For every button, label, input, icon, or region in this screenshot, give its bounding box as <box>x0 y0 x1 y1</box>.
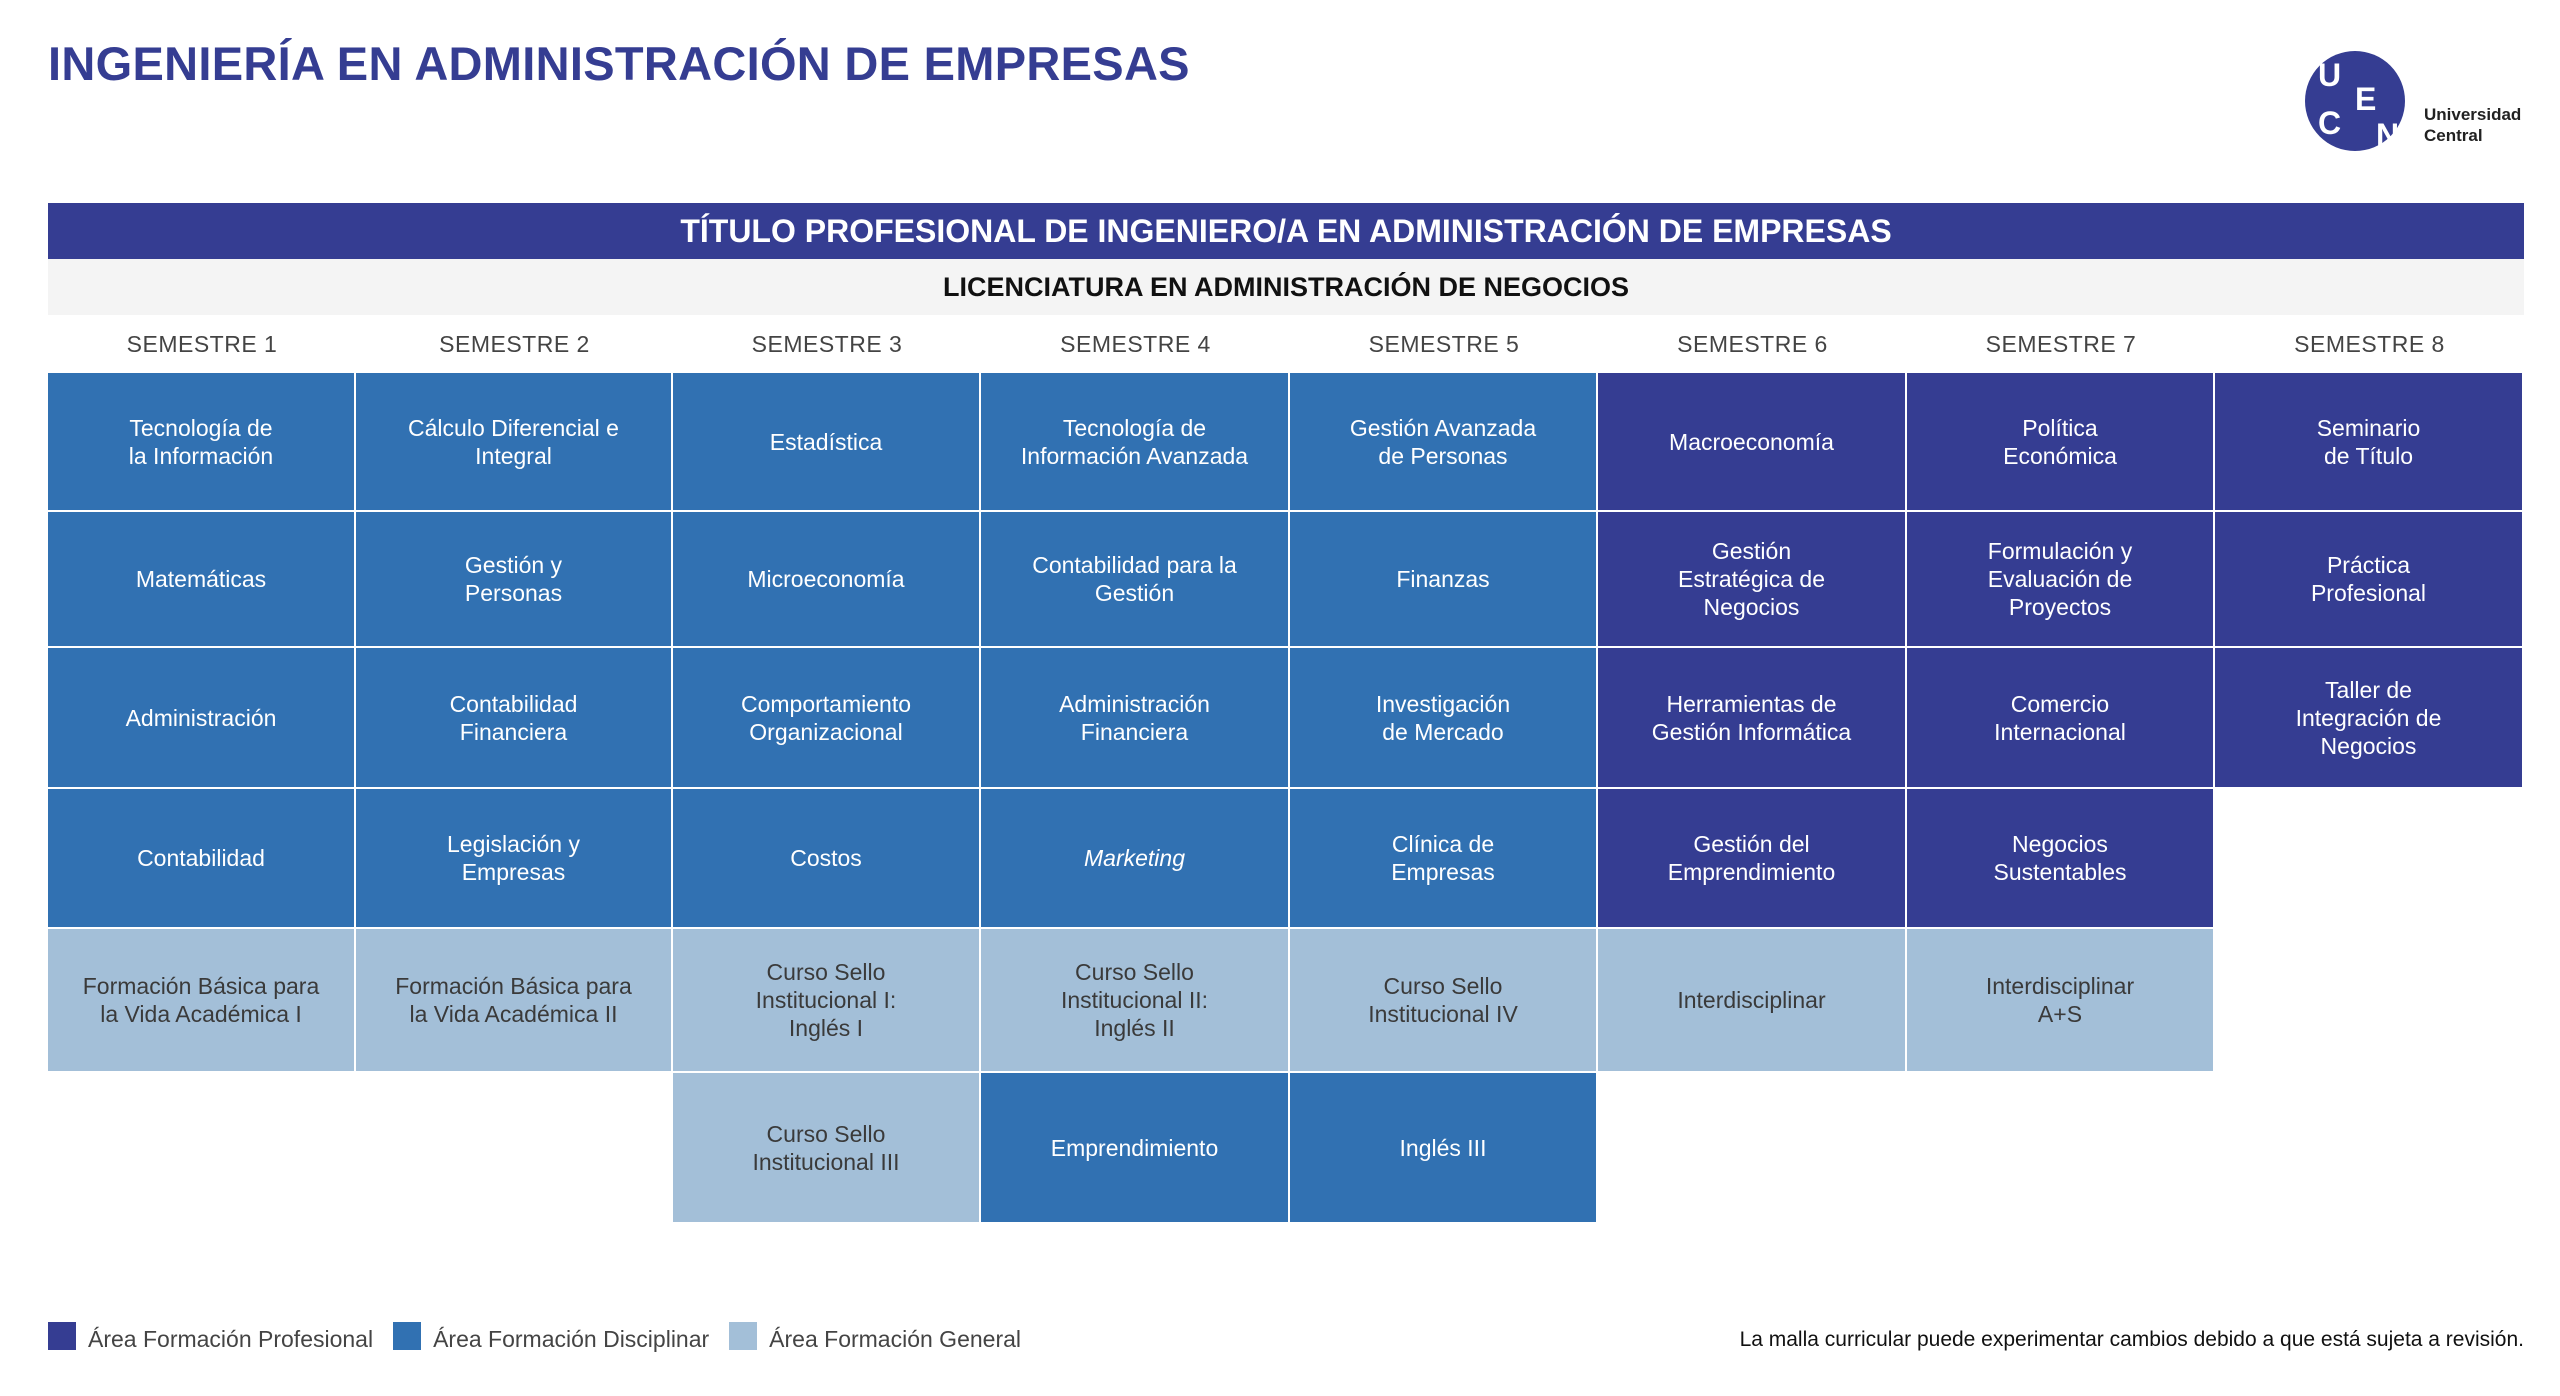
course-cell: Gestión del Emprendimiento <box>1598 789 1907 929</box>
course-cell: Práctica Profesional <box>2215 512 2524 648</box>
svg-text:C: C <box>2318 105 2341 141</box>
disclaimer-note: La malla curricular puede experimentar c… <box>1739 1328 2524 1351</box>
legend: Área Formación Profesional Área Formación… <box>48 1321 1041 1353</box>
ucen-logo: U C E N <box>2305 51 2405 153</box>
course-cell: Curso Sello Institucional II: Inglés II <box>981 929 1290 1073</box>
course-cell: Contabilidad para la Gestión <box>981 512 1290 648</box>
course-cell: Contabilidad Financiera <box>356 648 673 789</box>
course-cell: Tecnología de Información Avanzada <box>981 373 1290 512</box>
degree-banner: LICENCIATURA EN ADMINISTRACIÓN DE NEGOCI… <box>48 259 2524 315</box>
course-cell: Comercio Internacional <box>1907 648 2215 789</box>
course-cell: Formación Básica para la Vida Académica … <box>356 929 673 1073</box>
course-cell: Finanzas <box>1290 512 1598 648</box>
course-cell: Formación Básica para la Vida Académica … <box>48 929 356 1073</box>
course-cell: Interdisciplinar A+S <box>1907 929 2215 1073</box>
course-cell: Tecnología de la Información <box>48 373 356 512</box>
course-cell: Matemáticas <box>48 512 356 648</box>
semester-header: SEMESTRE 5 <box>1368 330 1520 357</box>
course-cell: Curso Sello Institucional III <box>673 1073 981 1224</box>
svg-text:N: N <box>2376 117 2399 153</box>
legend-swatch <box>729 1321 758 1350</box>
course-cell: Administración <box>48 648 356 789</box>
course-cell: Negocios Sustentables <box>1907 789 2215 929</box>
course-cell: Herramientas de Gestión Informática <box>1598 648 1907 789</box>
course-cell: Seminario de Título <box>2215 373 2524 512</box>
semester-header: SEMESTRE 1 <box>126 330 278 357</box>
legend-label: Área Formación Profesional <box>88 1326 374 1352</box>
professional-title-banner: TÍTULO PROFESIONAL DE INGENIERO/A EN ADM… <box>48 203 2524 259</box>
course-cell: Formulación y Evaluación de Proyectos <box>1907 512 2215 648</box>
course-cell: Emprendimiento <box>981 1073 1290 1224</box>
legend-label: Área Formación General <box>769 1326 1022 1352</box>
svg-text:E: E <box>2355 81 2376 117</box>
course-cell: Gestión Avanzada de Personas <box>1290 373 1598 512</box>
semester-header: SEMESTRE 8 <box>2294 330 2445 357</box>
legend-swatch <box>48 1321 76 1350</box>
course-cell: Interdisciplinar <box>1598 929 1907 1073</box>
course-cell: Microeconomía <box>673 512 981 648</box>
course-cell: Investigación de Mercado <box>1290 648 1598 789</box>
course-cell: Estadística <box>673 373 981 512</box>
legend-item: Área Formación General <box>729 1321 1022 1353</box>
course-cell: Contabilidad <box>48 789 356 929</box>
legend-label: Área Formación Disciplinar <box>433 1326 710 1352</box>
svg-text:U: U <box>2318 57 2341 93</box>
course-cell: Macroeconomía <box>1598 373 1907 512</box>
legend-item: Área Formación Disciplinar <box>393 1321 710 1353</box>
course-cell: Inglés III <box>1290 1073 1598 1224</box>
course-cell: Administración Financiera <box>981 648 1290 789</box>
course-cell: Comportamiento Organizacional <box>673 648 981 789</box>
course-cell: Cálculo Diferencial e Integral <box>356 373 673 512</box>
semester-header: SEMESTRE 7 <box>1985 330 2137 357</box>
course-cell: Costos <box>673 789 981 929</box>
course-cell: Taller de Integración de Negocios <box>2215 648 2524 789</box>
page-title: INGENIERÍA EN ADMINISTRACIÓN DE EMPRESAS <box>48 37 1190 90</box>
course-cell: Marketing <box>981 789 1290 929</box>
semester-header: SEMESTRE 6 <box>1677 330 1828 357</box>
legend-item: Área Formación Profesional <box>48 1321 374 1353</box>
course-cell: Política Económica <box>1907 373 2215 512</box>
course-cell: Gestión y Personas <box>356 512 673 648</box>
course-cell: Clínica de Empresas <box>1290 789 1598 929</box>
semester-header: SEMESTRE 4 <box>1060 330 1211 357</box>
course-cell: Gestión Estratégica de Negocios <box>1598 512 1907 648</box>
legend-swatch <box>393 1321 422 1350</box>
semester-header: SEMESTRE 2 <box>439 330 590 357</box>
course-cell: Curso Sello Institucional I: Inglés I <box>673 929 981 1073</box>
semester-header: SEMESTRE 3 <box>751 330 903 357</box>
logo-text: Universidad Central <box>2424 105 2522 145</box>
course-cell: Legislación y Empresas <box>356 789 673 929</box>
course-cell: Curso Sello Institucional IV <box>1290 929 1598 1073</box>
